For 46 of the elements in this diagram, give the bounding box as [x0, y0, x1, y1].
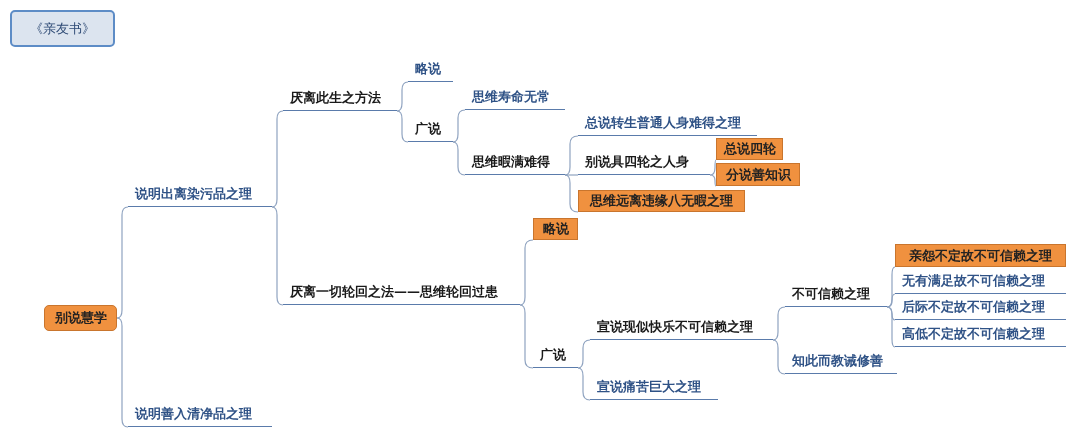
- topic-label: 无有满足故不可信赖之理: [895, 272, 1066, 294]
- connector-line: [564, 174, 579, 176]
- connector-line: [271, 206, 284, 306]
- topic-label: 广说: [408, 120, 453, 142]
- topic-box: 总说四轮: [716, 138, 783, 160]
- topic-label: 说明善入清净品之理: [128, 405, 272, 427]
- connector-line: [886, 306, 896, 348]
- topic-label: 思维暇满难得: [465, 153, 565, 175]
- connector-line: [116, 206, 129, 319]
- topic-label: 后际不定故不可信赖之理: [895, 298, 1066, 320]
- connector-line: [709, 174, 717, 187]
- connector-line: [886, 293, 896, 308]
- connector-line: [519, 239, 534, 306]
- topic-label: 厌离一切轮回之法——思维轮回过患: [283, 283, 520, 305]
- topic-label: 高低不定故不可信赖之理: [895, 325, 1066, 347]
- connector-line: [564, 135, 579, 176]
- connector-line: [116, 317, 129, 428]
- topic-label: 宣说现似快乐不可信赖之理: [590, 318, 773, 340]
- topic-label: 不可信赖之理: [785, 285, 887, 307]
- topic-label: 略说: [408, 60, 453, 82]
- connector-line: [519, 304, 534, 369]
- topic-box: 思维远离违缘八无暇之理: [578, 190, 745, 212]
- topic-box: 略说: [533, 218, 578, 240]
- topic-label: 广说: [533, 346, 578, 368]
- connector-line: [396, 81, 409, 112]
- connector-line: [772, 339, 786, 375]
- topic-label: 说明出离染污品之理: [128, 185, 272, 207]
- connector-line: [452, 141, 466, 176]
- title-box: 《亲友书》: [10, 10, 115, 47]
- topic-box: 亲怨不定故不可信赖之理: [895, 244, 1066, 267]
- connector-line: [577, 339, 591, 369]
- topic-box: 别说慧学: [44, 305, 117, 331]
- topic-label: 思维寿命无常: [465, 88, 565, 110]
- connector-line: [709, 159, 717, 176]
- topic-box: 分说善知识: [716, 163, 800, 186]
- topic-label: 别说具四轮之人身: [578, 153, 710, 175]
- topic-label: 知此而教诫修善: [785, 352, 897, 374]
- connector-line: [577, 367, 591, 401]
- connector-line: [772, 306, 786, 341]
- connector-line: [564, 174, 579, 213]
- topic-label: 总说转生普通人身难得之理: [578, 114, 757, 136]
- connector-line: [271, 110, 284, 208]
- topic-label: 宣说痛苦巨大之理: [590, 378, 718, 400]
- connector-line: [452, 109, 466, 143]
- connector-line: [396, 110, 409, 143]
- topic-label: 厌离此生之方法: [283, 89, 397, 111]
